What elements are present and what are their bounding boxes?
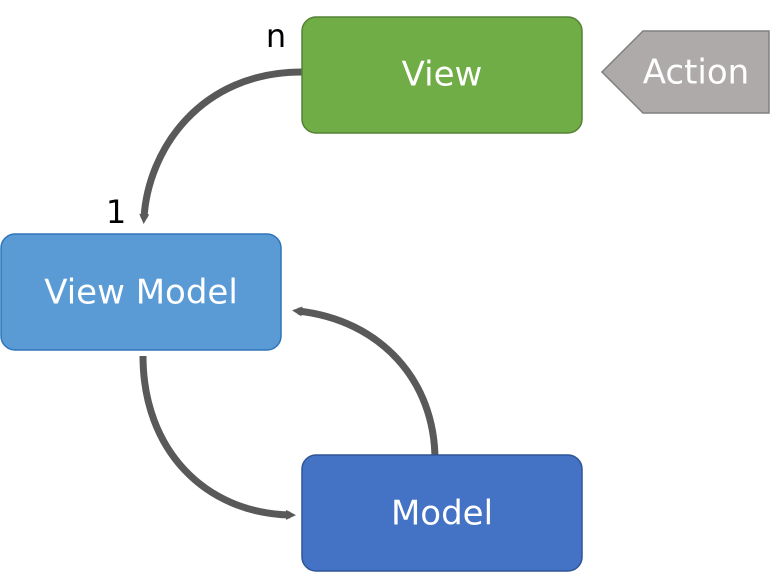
view-model-node: View Model	[0, 233, 282, 351]
view-model-box	[0, 233, 282, 351]
view-node: View	[301, 16, 583, 134]
model-box	[301, 454, 583, 572]
model-label: Model	[391, 494, 493, 534]
multiplicity-n-label: n	[266, 17, 286, 55]
action-label: Action	[643, 53, 749, 93]
view-box	[301, 16, 583, 134]
view-model-label: View Model	[44, 273, 238, 313]
view-label: View	[402, 55, 483, 95]
action-node: Action	[600, 30, 770, 114]
viewmodel-to-model-arrow	[139, 355, 296, 520]
multiplicity-1-label: 1	[106, 193, 126, 231]
view-to-viewmodel-arrow	[139, 68, 303, 224]
model-to-viewmodel-arrow	[292, 306, 439, 461]
action-shape	[600, 30, 770, 114]
model-node: Model	[301, 454, 583, 572]
